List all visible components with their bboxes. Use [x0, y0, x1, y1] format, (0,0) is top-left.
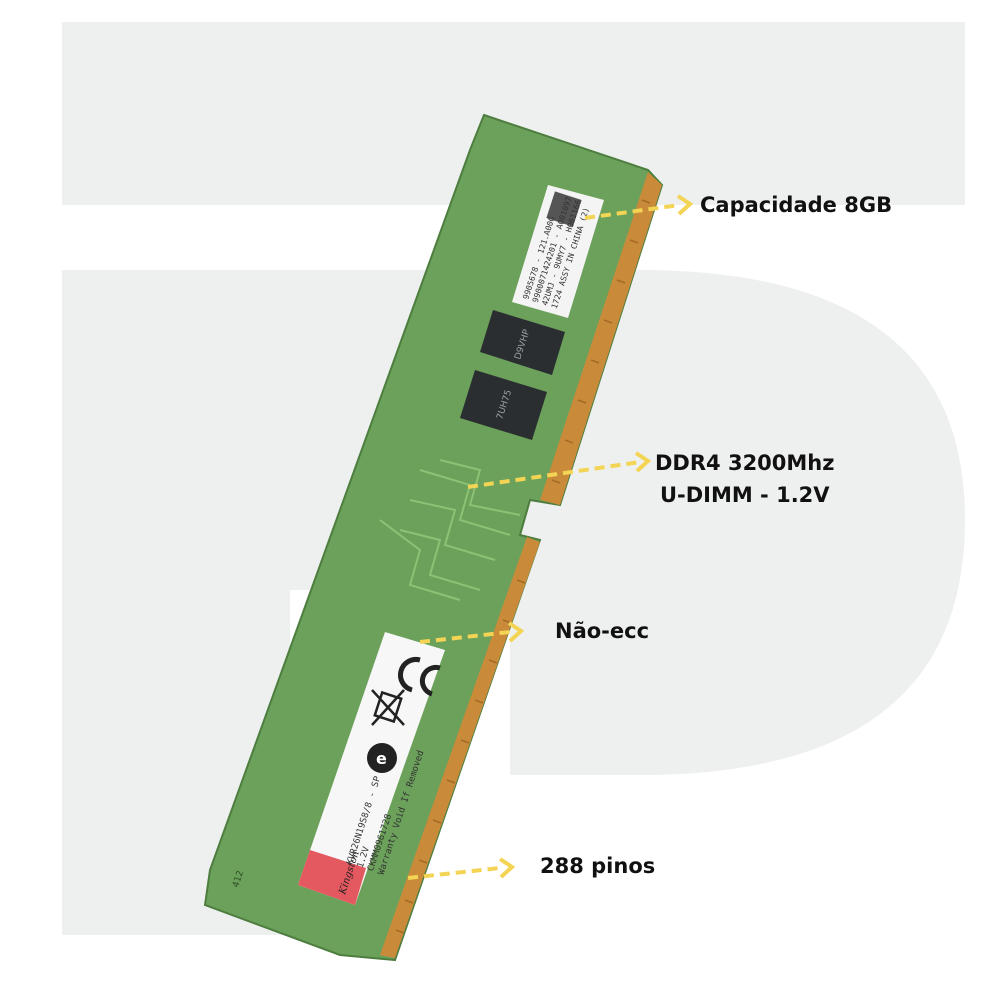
weee-bin-icon — [371, 689, 405, 726]
recycle-e-icon: e — [367, 743, 397, 773]
arrow-ddr — [467, 460, 641, 489]
capacity-label: Capacidade 8GB — [700, 193, 893, 217]
ddr-label: DDR4 3200Mhz U-DIMM - 1.2V — [655, 447, 834, 511]
gold-contacts — [540, 172, 662, 505]
pins-label: 288 pinos — [540, 854, 656, 878]
ddr-label-line2: U-DIMM - 1.2V — [659, 483, 830, 507]
ram-module: 9905678 - 121.A00G 9900071424201 - A0010… — [203, 113, 664, 962]
memory-chip — [480, 310, 565, 375]
ddr-label-line1: DDR4 3200Mhz — [655, 451, 835, 475]
callout-arrows — [407, 203, 681, 880]
ce-mark-icon — [398, 656, 441, 697]
top-sticker — [512, 185, 604, 318]
ecc-label: Não-ecc — [555, 619, 650, 643]
bottom-label-red-band — [298, 850, 366, 905]
gold-contacts-lower — [380, 537, 540, 958]
memory-chip — [460, 370, 547, 440]
contact-lines — [395, 199, 651, 934]
pcb-traces — [379, 459, 521, 601]
qr-code — [546, 191, 582, 227]
svg-text:e: e — [376, 749, 387, 768]
arrow-heads — [498, 194, 694, 879]
